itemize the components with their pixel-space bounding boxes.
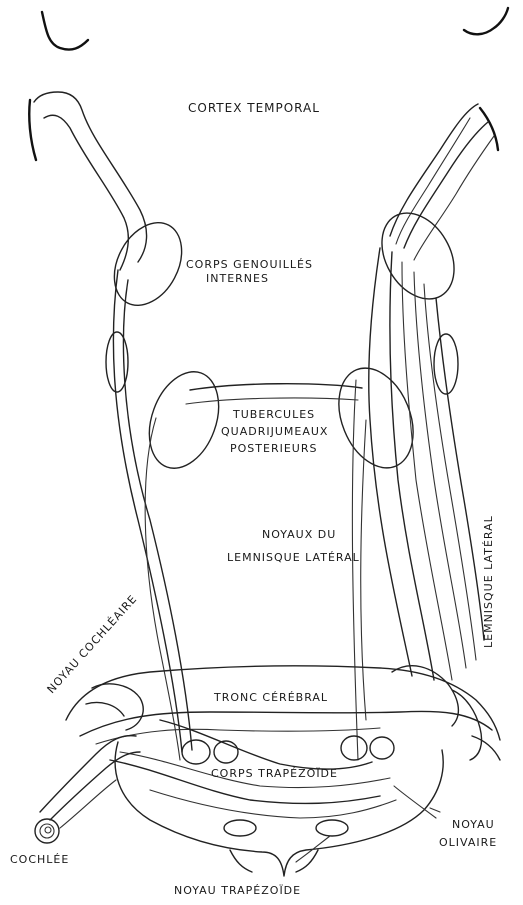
cochlea-spiral [35,819,59,843]
label-corps-genouilles-2: INTERNES [206,272,269,285]
label-tubercules-3: POSTERIEURS [230,442,317,455]
noyau-olivaire-nucleus [316,820,348,836]
tubercules-left [137,362,231,478]
cortex-left-outline [29,12,146,270]
tubercules-right [325,357,427,479]
cortex-right-outline [390,8,508,260]
label-tronc-cerebral: TRONC CÉRÉBRAL [213,691,328,704]
label-cochlee: COCHLÉE [10,853,69,866]
label-noyau-olivaire-1: NOYAU [452,818,495,831]
cochlear-nucleus-left [40,684,143,828]
label-tubercules-2: QUADRIJUMEAUX [221,425,328,438]
olive-right [341,736,367,760]
label-corps-trapezoide: CORPS TRAPÉZOÏDE [211,767,338,780]
olive-left [182,740,210,764]
label-noyaux-1: NOYAUX DU [262,528,336,541]
corps-genouilles-right [367,200,468,312]
label-tubercules-1: TUBERCULES [232,408,315,421]
label-lemnisque-lateral: LEMNISQUE LATÉRAL [482,515,495,648]
right-ascending-pathway [352,248,484,760]
label-noyau-olivaire-2: OLIVAIRE [439,836,497,849]
label-cortex-temporal: CORTEX TEMPORAL [188,101,320,115]
label-corps-genouilles-1: CORPS GENOUILLÉS [186,258,313,271]
label-noyau-trapezoide: NOYAU TRAPÉZOÏDE [174,884,301,897]
label-noyaux-2: LEMNISQUE LATÉRAL [227,551,360,564]
label-noyau-cochleaire: NOYAU COCHLÉAIRE [45,592,140,696]
noyau-trapezoide-nucleus [224,820,256,836]
